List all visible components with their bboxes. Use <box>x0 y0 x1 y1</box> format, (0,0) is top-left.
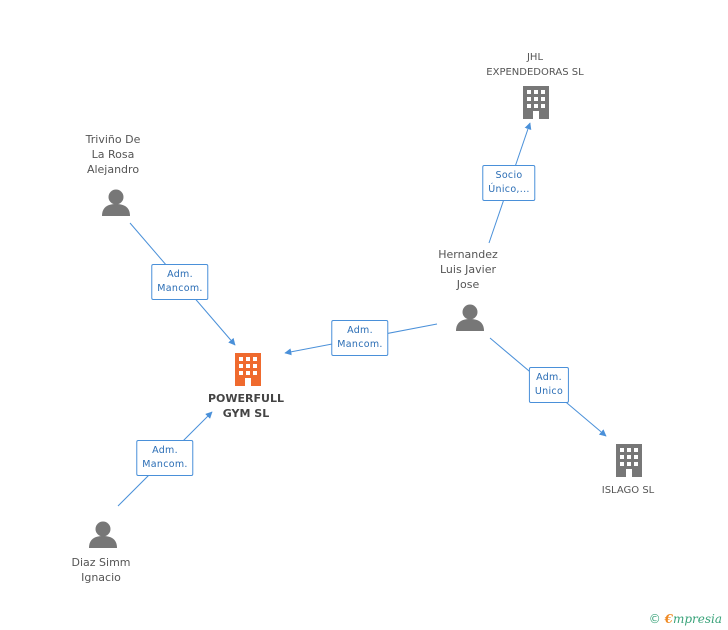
node-label-line: ISLAGO SL <box>601 485 655 496</box>
building-icon[interactable] <box>235 353 261 386</box>
node-label-line: EXPENDEDORAS SL <box>486 67 584 78</box>
node-label-line: La Rosa <box>91 148 135 161</box>
edge-label-line: Socio <box>495 170 523 181</box>
node-label-line: GYM SL <box>222 407 270 420</box>
person-icon[interactable] <box>456 304 484 332</box>
copyright-brand: © €mpresia <box>649 612 722 626</box>
edge-label-line: Adm. <box>152 445 178 456</box>
brand-name: mpresia <box>672 612 722 626</box>
edge-label-diaz-powerfull[interactable]: Adm. Mancom. <box>136 440 194 476</box>
edge-label-line: Único,... <box>488 184 530 195</box>
node-label-line: Alejandro <box>86 163 140 176</box>
edge-label-line: Adm. <box>536 372 562 383</box>
node-label-line: Hernandez <box>438 248 498 261</box>
node-label-line: Luis Javier <box>439 263 497 276</box>
edge-label-line: Adm. <box>347 325 373 336</box>
edge-label-line: Mancom. <box>142 459 188 470</box>
node-label-line: POWERFULL <box>208 392 284 405</box>
node-label-diaz[interactable]: Diaz Simm Ignacio <box>71 555 130 585</box>
edge-label-hernandez-islago[interactable]: Adm. Unico <box>528 367 570 403</box>
edge-label-line: Mancom. <box>157 283 203 294</box>
edge-label-line: Unico <box>534 386 564 397</box>
copyright-icon: © <box>648 612 661 626</box>
building-icon[interactable] <box>523 86 549 119</box>
node-label-line: Ignacio <box>81 571 121 584</box>
node-label-powerfull[interactable]: POWERFULL GYM SL <box>208 391 284 421</box>
node-label-trivino[interactable]: Triviño De La Rosa Alejandro <box>86 132 141 177</box>
node-label-jhl[interactable]: JHL EXPENDEDORAS SL <box>486 50 583 80</box>
node-label-hernandez[interactable]: Hernandez Luis Javier Jose <box>438 247 498 292</box>
node-label-line: Diaz Simm <box>71 556 131 569</box>
node-label-line: Triviño De <box>85 133 141 146</box>
brand-initial: € <box>664 612 673 626</box>
brand-logo: €mpresia <box>665 612 722 626</box>
node-label-line: JHL <box>526 52 544 63</box>
edge-label-line: Adm. <box>167 269 193 280</box>
node-label-line: Jose <box>456 278 480 291</box>
person-icon[interactable] <box>102 189 130 217</box>
person-icon[interactable] <box>89 521 117 549</box>
edge-label-line: Mancom. <box>337 339 383 350</box>
edge-label-hernandez-jhl[interactable]: Socio Único,... <box>482 165 536 201</box>
edge-label-trivino-powerfull[interactable]: Adm. Mancom. <box>151 264 209 300</box>
building-icon[interactable] <box>616 444 642 477</box>
node-label-islago[interactable]: ISLAGO SL <box>602 483 654 498</box>
edge-label-hernandez-powerfull[interactable]: Adm. Mancom. <box>331 320 389 356</box>
